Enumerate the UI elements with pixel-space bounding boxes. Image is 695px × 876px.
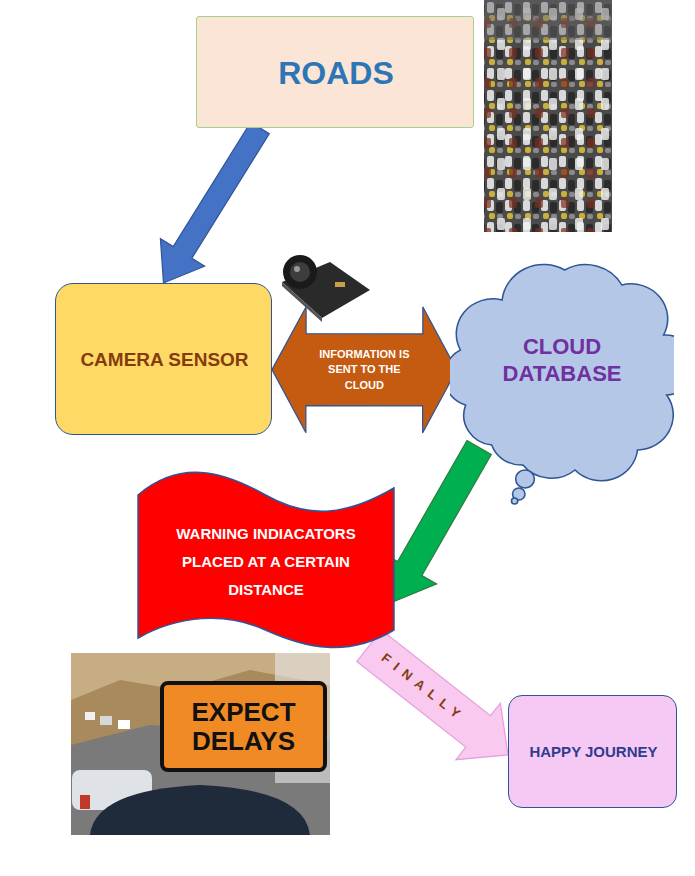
delay-photo (71, 653, 330, 835)
cloud-shape: CLOUD DATABASE (450, 255, 674, 505)
process-box: ROADS (196, 16, 474, 128)
node-label: ROADS (278, 53, 394, 93)
traffic-photo (484, 0, 612, 232)
block-arrow (160, 122, 269, 283)
process-box: CAMERA SENSOR (55, 283, 272, 435)
node-label: WARNING INDIACATORS PLACED AT A CERTAIN … (161, 520, 371, 603)
block-arrow (357, 630, 508, 760)
sign-text: EXPECT DELAYS (168, 688, 319, 766)
flag-banner: WARNING INDIACATORS PLACED AT A CERTAIN … (137, 470, 395, 655)
node-label: HAPPY JOURNEY (529, 743, 657, 762)
arrow-label: INFORMATION IS SENT TO THE CLOUD (312, 347, 416, 393)
block-arrow (383, 441, 492, 604)
node-label: CAMERA SENSOR (80, 348, 248, 372)
camera-module (282, 255, 370, 322)
process-box: HAPPY JOURNEY (508, 695, 677, 808)
block-arrow (272, 307, 457, 433)
node-label: CLOUD DATABASE (487, 333, 637, 388)
